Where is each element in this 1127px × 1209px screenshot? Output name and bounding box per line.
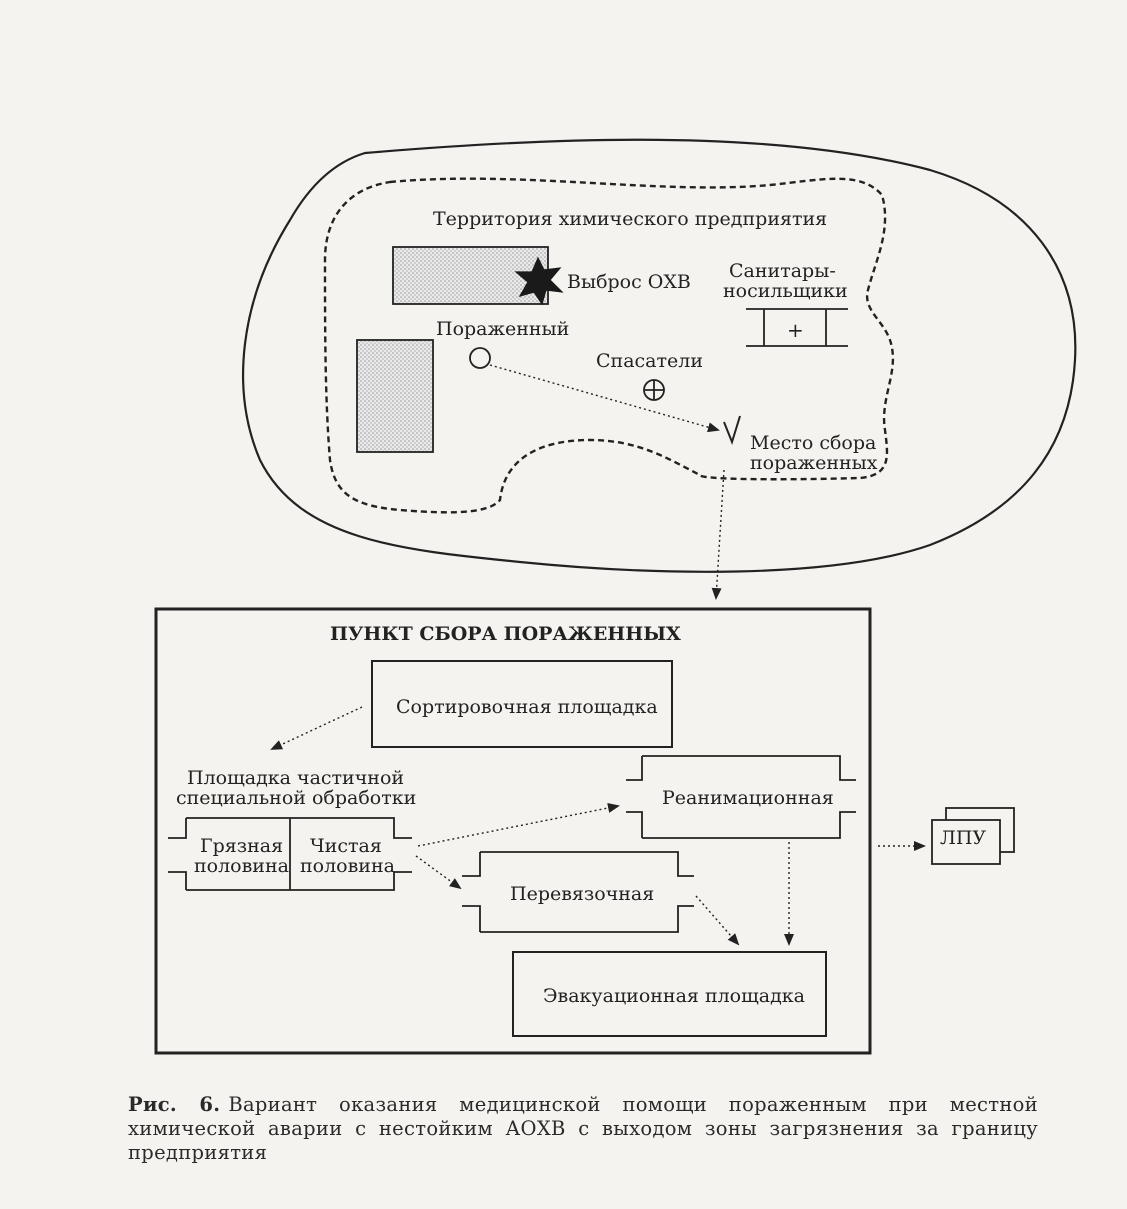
affected-person-icon	[469, 347, 491, 369]
arrow-dressing-to-evacuation	[695, 895, 740, 946]
partial-treatment-label-line1: Площадка частичной	[187, 767, 404, 789]
orderlies-label-line2: носильщики	[723, 280, 848, 302]
figure-caption-text: Вариант оказания медицинской помощи пора…	[128, 1093, 1038, 1164]
orderlies-label-line1: Санитары-	[729, 260, 836, 282]
figure-caption-label: Рис. 6.	[128, 1093, 221, 1116]
arrow-partial-to-dressing	[415, 855, 462, 890]
clean-half-label-line1: Чистая	[310, 835, 382, 857]
evacuation-area-box	[512, 951, 827, 1037]
release-burst-icon	[514, 256, 564, 306]
arrow-affected-to-collection	[489, 364, 720, 433]
territory-title: Территория химического предприятия	[433, 208, 827, 230]
evacuation-area-label: Эвакуационная площадка	[543, 985, 805, 1007]
collection-point-frame	[154, 607, 872, 1055]
lpu-label: ЛПУ	[940, 827, 986, 849]
arrow-collection-to-point	[711, 469, 725, 600]
release-label: Выброс ОХВ	[567, 271, 691, 293]
rescuers-label: Спасатели	[596, 350, 703, 372]
stretcher-symbol: +	[787, 318, 804, 342]
collection-label-line2: пораженных	[750, 452, 878, 474]
figure-caption: Рис. 6.Вариант оказания медицинской помо…	[128, 1093, 1038, 1165]
sorting-area-label: Сортировочная площадка	[396, 696, 658, 718]
resuscitation-box	[626, 755, 856, 839]
resuscitation-label: Реанимационная	[662, 787, 834, 809]
plant-building-2	[356, 339, 434, 453]
dirty-half-label-line1: Грязная	[200, 835, 283, 857]
arrow-sorting-to-partial	[270, 706, 363, 750]
affected-label: Пораженный	[436, 318, 569, 340]
dirty-half-label-line2: половина	[194, 855, 289, 877]
lpu-box	[931, 807, 1015, 865]
enterprise-boundary-dashed	[323, 177, 895, 514]
contamination-zone-outline	[242, 138, 1077, 573]
partial-treatment-label-line2: специальной обработки	[176, 787, 416, 809]
rescuer-icon	[643, 379, 665, 401]
arrow-partial-to-resuscitation	[417, 803, 620, 847]
collection-label-line1: Место сбора	[750, 432, 876, 454]
dressing-label: Перевязочная	[510, 883, 654, 905]
collection-point-flag-icon	[723, 415, 741, 446]
sorting-area-box	[371, 660, 673, 748]
dressing-box	[462, 851, 694, 933]
collection-point-title: ПУНКТ СБОРА ПОРАЖЕННЫХ	[330, 623, 681, 645]
stretcher-icon	[746, 308, 848, 347]
clean-half-label-line2: половина	[300, 855, 395, 877]
partial-treatment-box	[168, 817, 412, 891]
